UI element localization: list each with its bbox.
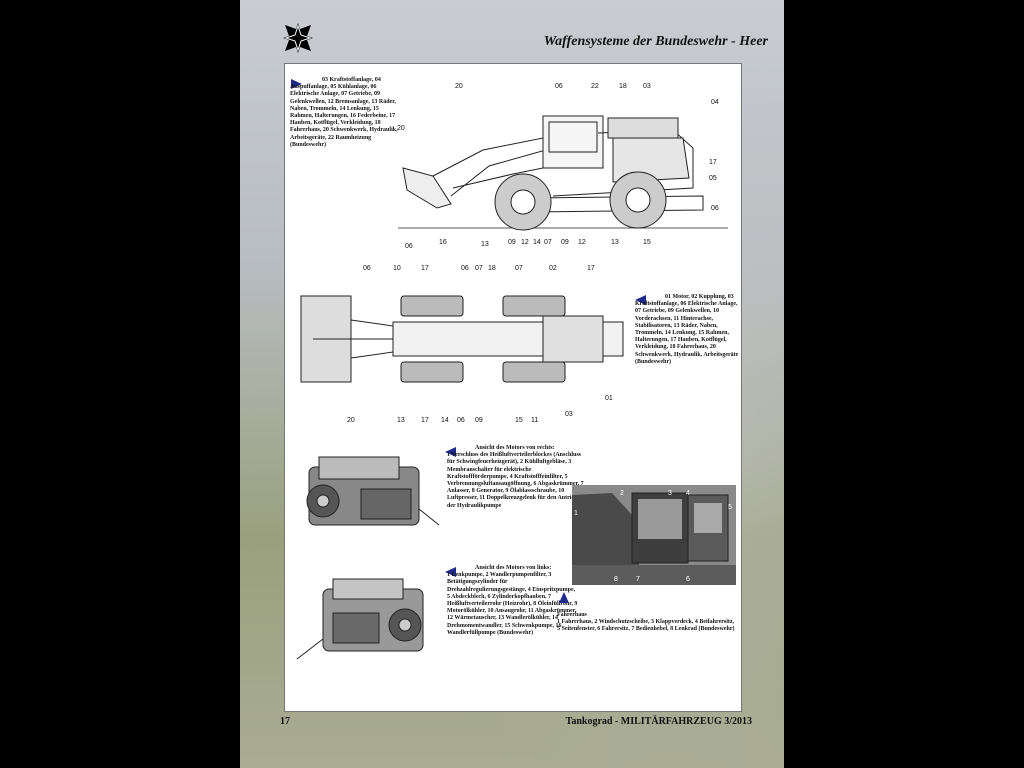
pointer-left-icon <box>635 295 646 305</box>
pointer-up-icon <box>559 592 569 603</box>
svg-text:03: 03 <box>565 411 573 418</box>
svg-text:17: 17 <box>709 159 717 166</box>
svg-text:03: 03 <box>643 83 651 90</box>
page-header-title: Waffensysteme der Bundeswehr - Heer <box>543 34 768 49</box>
engine-right-drawing <box>306 456 440 526</box>
magazine-page: Waffensysteme der Bundeswehr - Heer 03 K… <box>240 0 784 768</box>
svg-text:14: 14 <box>533 239 541 246</box>
svg-text:18: 18 <box>619 83 627 90</box>
engine-right-title: Ansicht des Motors von rechts: <box>475 445 555 451</box>
svg-text:22: 22 <box>591 83 599 90</box>
engine-left-text: 1 Lenkpumpe, 2 Wandlerpumpenfilter, 3 Be… <box>447 572 578 636</box>
svg-text:14: 14 <box>441 417 449 424</box>
cab-title: Fahrerhaus <box>557 612 587 618</box>
left-background <box>0 0 240 768</box>
svg-text:11: 11 <box>531 417 538 424</box>
engine-right-caption: Ansicht des Motors von rechts: 1 Verschl… <box>447 445 587 510</box>
iron-cross-icon <box>283 23 313 53</box>
photo-label: 3 <box>668 490 672 497</box>
cab-text: 1 Fahrerhaus, 2 Windschutzscheibe, 3 Kla… <box>557 619 735 633</box>
svg-text:06: 06 <box>363 265 371 272</box>
svg-text:20: 20 <box>347 417 355 424</box>
cab-photo: 1 2 3 4 5 6 7 8 <box>572 485 736 585</box>
top-view-drawing: 06 10 17 06 07 18 07 02 17 20 13 17 14 06 09 15 11 0… <box>300 265 624 424</box>
engine-left-drawing <box>296 578 424 660</box>
svg-text:06: 06 <box>711 205 719 212</box>
svg-text:06: 06 <box>405 243 413 250</box>
svg-text:04: 04 <box>711 99 719 106</box>
svg-text:07: 07 <box>515 265 523 272</box>
svg-text:10: 10 <box>393 265 401 272</box>
svg-text:13: 13 <box>481 241 489 248</box>
right-background <box>784 0 1024 768</box>
photo-label: 2 <box>620 490 624 497</box>
photo-label: 8 <box>614 576 618 583</box>
svg-text:09: 09 <box>475 417 483 424</box>
svg-text:01: 01 <box>605 395 613 402</box>
svg-text:17: 17 <box>421 417 429 424</box>
engine-left-caption: Ansicht des Motors von links: 1 Lenkpump… <box>447 565 579 637</box>
svg-text:09: 09 <box>561 239 569 246</box>
svg-text:06: 06 <box>555 83 563 90</box>
publication-name: Tankograd - MILITÄRFAHRZEUG 3/2013 <box>565 716 752 727</box>
engine-left-title: Ansicht des Motors von links: <box>475 565 552 571</box>
pointer-left-icon <box>445 567 456 577</box>
cab-caption: Fahrerhaus 1 Fahrerhaus, 2 Windschutzsch… <box>557 612 737 634</box>
illustration-panel: 03 Kraftstoffanlage, 04 Auspuffanlage, 0… <box>284 63 742 712</box>
svg-text:20: 20 <box>397 125 405 132</box>
svg-text:18: 18 <box>488 265 496 272</box>
side-view-drawing: 20 20 06 22 18 03 04 17 05 06 06 16 13 09 12 14 07… <box>397 83 728 250</box>
svg-text:07: 07 <box>475 265 483 272</box>
top-view-caption: 01 Motor, 02 Kupplung, 03 Kraftstoffanla… <box>635 294 739 365</box>
pointer-right-icon <box>291 79 302 89</box>
side-view-caption: 03 Kraftstoffanlage, 04 Auspuffanlage, 0… <box>290 77 398 148</box>
photo-label: 6 <box>686 576 690 583</box>
svg-text:13: 13 <box>611 239 619 246</box>
svg-text:05: 05 <box>709 175 717 182</box>
svg-text:09: 09 <box>508 239 516 246</box>
svg-text:12: 12 <box>578 239 586 246</box>
pointer-left-icon <box>445 447 456 457</box>
svg-text:06: 06 <box>457 417 465 424</box>
photo-label: 5 <box>728 504 732 511</box>
photo-label: 7 <box>636 576 640 583</box>
svg-text:12: 12 <box>521 239 529 246</box>
svg-text:06: 06 <box>461 265 469 272</box>
svg-text:07: 07 <box>544 239 552 246</box>
svg-text:20: 20 <box>455 83 463 90</box>
svg-text:02: 02 <box>549 265 557 272</box>
svg-text:15: 15 <box>515 417 523 424</box>
svg-text:16: 16 <box>439 239 447 246</box>
svg-text:17: 17 <box>421 265 429 272</box>
photo-label: 1 <box>574 510 578 517</box>
engine-right-text: 1 Verschluss des Heißluftverteilerblocke… <box>447 452 584 509</box>
page-number: 17 <box>280 716 290 727</box>
svg-text:13: 13 <box>397 417 405 424</box>
photo-label: 4 <box>686 490 690 497</box>
svg-text:17: 17 <box>587 265 595 272</box>
svg-text:15: 15 <box>643 239 651 246</box>
